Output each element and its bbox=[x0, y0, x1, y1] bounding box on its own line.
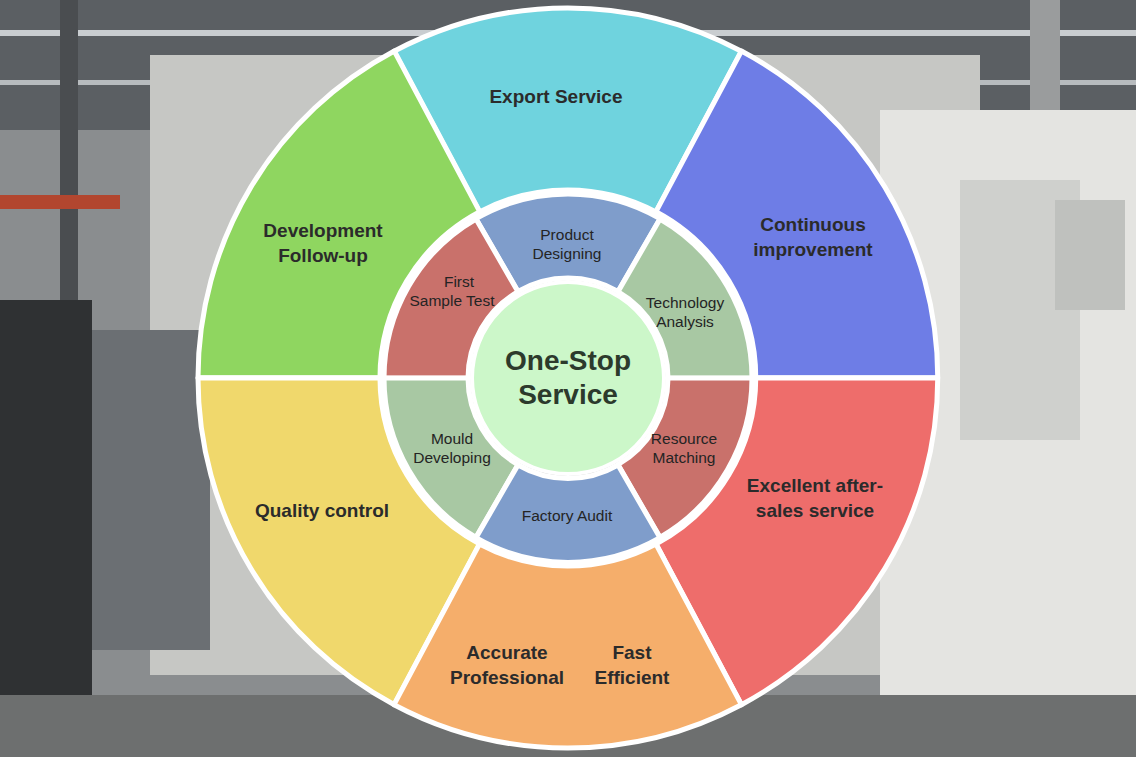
center-disc bbox=[472, 282, 664, 474]
segment-label: Mould Developing bbox=[402, 429, 502, 467]
segment-label: Fast Efficient bbox=[582, 640, 682, 690]
segment-label: Excellent after-sales service bbox=[732, 473, 897, 523]
segment-label: Development Follow-up bbox=[241, 218, 406, 268]
segment-fill bbox=[476, 465, 660, 562]
ring-segment: Accurate Professional Fast Efficient bbox=[390, 540, 745, 752]
segment-label: First Sample Test bbox=[405, 272, 499, 310]
segment-shape bbox=[390, 540, 745, 752]
machine-panel bbox=[90, 330, 210, 650]
segment-label: Resource Matching bbox=[634, 429, 734, 467]
segment-label: Accurate Professional bbox=[444, 640, 569, 690]
segment-label: Export Service bbox=[441, 84, 671, 109]
segment-label: Continuous improvement bbox=[738, 212, 888, 262]
segment-label: Quality control bbox=[232, 498, 412, 523]
machine-head bbox=[1055, 200, 1125, 310]
segment-label: Factory Audit bbox=[492, 506, 642, 525]
center-label: One-Stop Service bbox=[481, 344, 656, 412]
crane-beam bbox=[0, 195, 120, 209]
segment-label: Product Designing bbox=[517, 225, 617, 263]
ring-segment: Factory Audit bbox=[472, 461, 664, 566]
machine-cabinet bbox=[0, 300, 92, 757]
segment-fill bbox=[394, 544, 741, 748]
